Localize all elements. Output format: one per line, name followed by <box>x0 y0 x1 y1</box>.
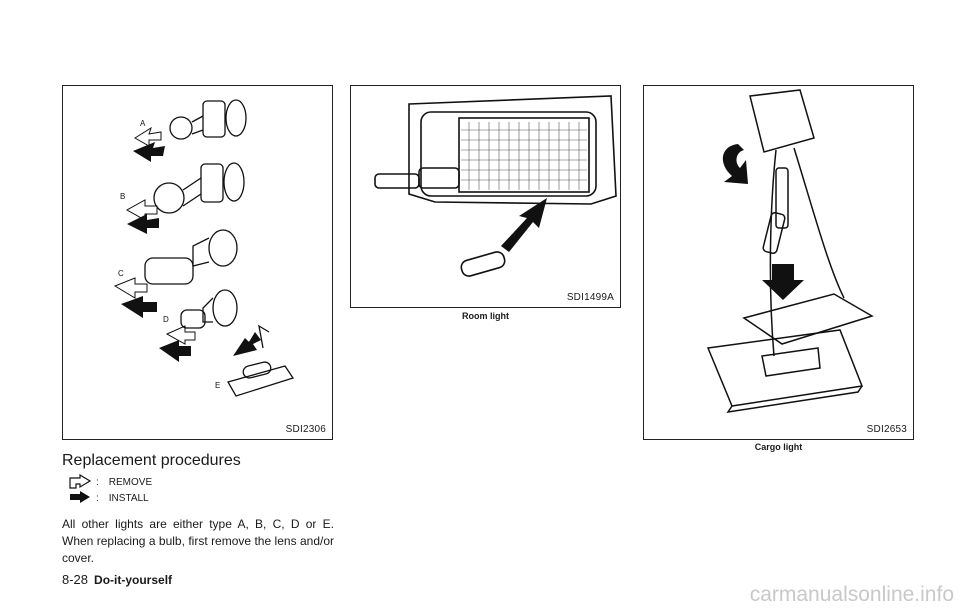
watermark: carmanualsonline.info <box>749 583 954 606</box>
bulb-label-a: A <box>140 119 146 128</box>
room-light-figure: SDI1499A <box>350 85 621 308</box>
figure-code: SDI2306 <box>285 424 326 435</box>
room-light-caption: Room light <box>462 311 509 321</box>
section-title: Do-it-yourself <box>94 573 173 587</box>
section-heading: Replacement procedures <box>62 452 241 469</box>
bulb-label-c: C <box>118 269 124 278</box>
remove-arrow-icon <box>69 474 92 489</box>
bulb-label-d: D <box>163 315 169 324</box>
legend-remove-label: REMOVE <box>108 476 153 488</box>
cargo-light-illustration <box>706 89 874 414</box>
page-number: 8-28 <box>62 572 89 587</box>
figure-code: SDI2653 <box>866 424 907 435</box>
cargo-light-caption: Cargo light <box>754 442 803 452</box>
legend-install: : INSTALL <box>68 490 149 506</box>
rotate-arrow-icon <box>722 144 748 184</box>
cargo-light-figure: SDI2653 <box>643 85 914 440</box>
down-arrow-icon <box>501 198 547 252</box>
bulb-types-figure: A B C D E SDI2306 <box>62 85 333 440</box>
bulb-label-e: E <box>215 381 220 390</box>
body-paragraph: All other lights are either type A, B, C… <box>62 517 334 565</box>
install-arrow-icon <box>70 491 90 503</box>
bulb-types-illustration: A B C D E <box>113 99 295 397</box>
room-light-illustration <box>374 95 617 277</box>
legend-remove: : REMOVE <box>68 474 152 490</box>
down-arrow-icon <box>762 264 804 300</box>
figure-code: SDI1499A <box>566 292 614 303</box>
page-footer: 8-28 Do-it-yourself <box>62 572 172 587</box>
bulb-label-b: B <box>120 192 125 201</box>
legend-install-label: INSTALL <box>108 492 149 504</box>
